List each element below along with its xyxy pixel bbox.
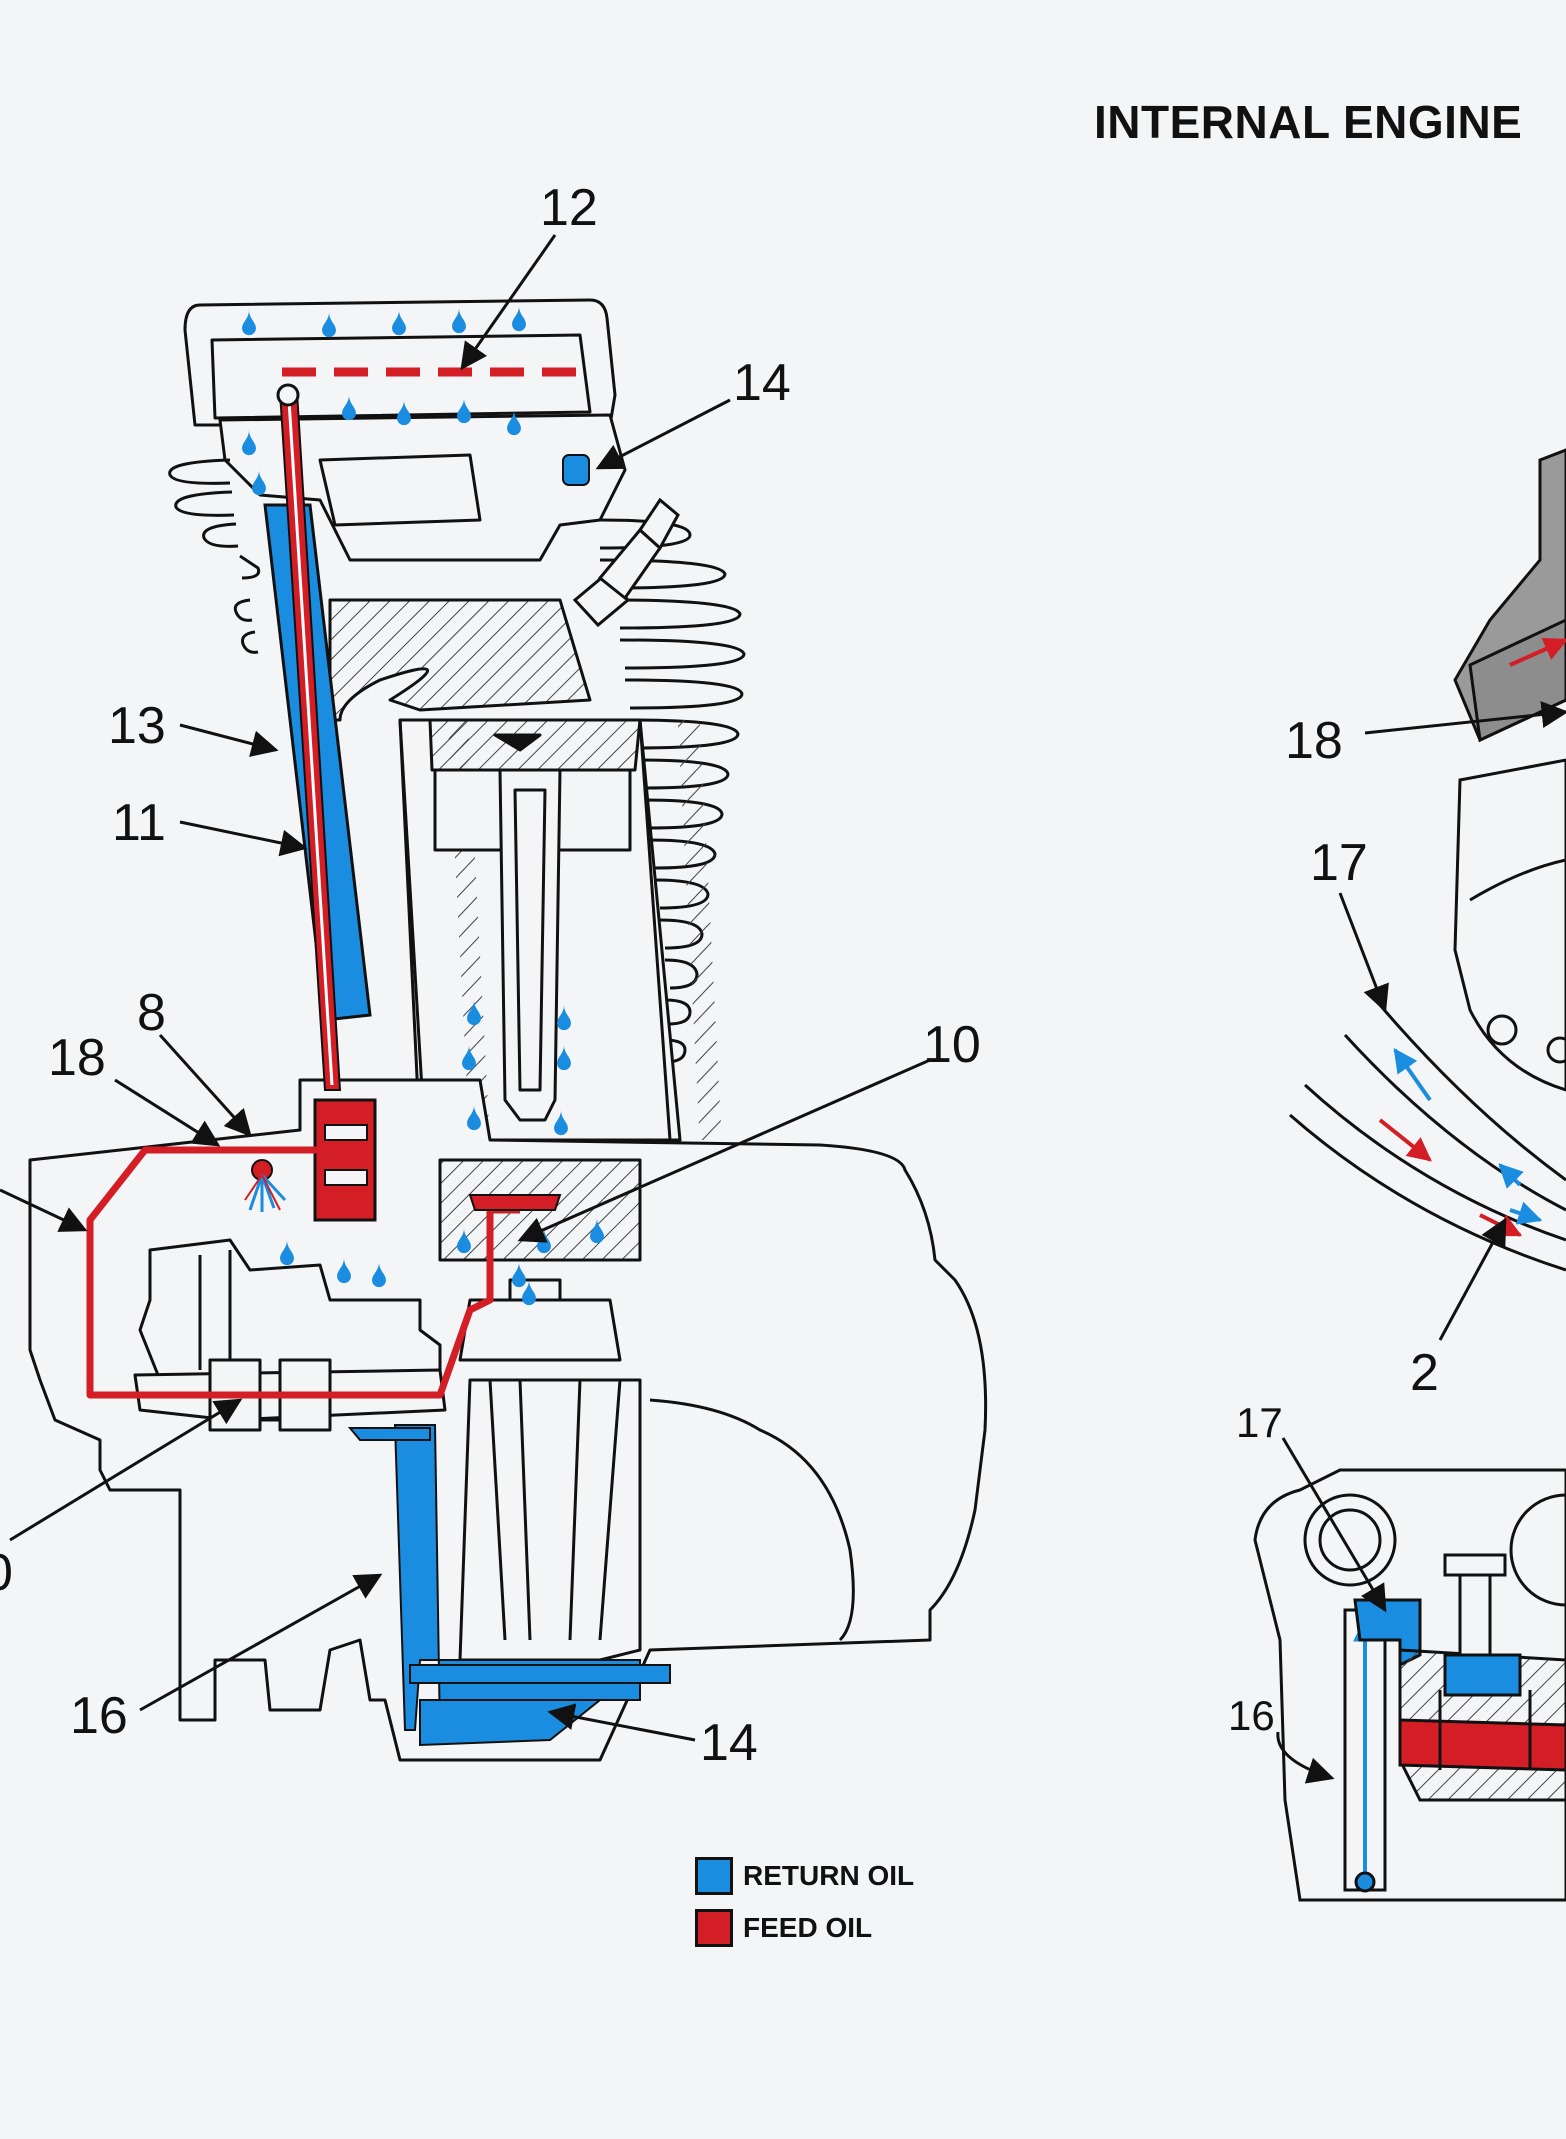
callout-11: 11 [112,794,166,852]
callout-16-small: 16 [1228,1692,1275,1739]
callout-17-right: 17 [1310,834,1368,892]
feed-oil-loop [86,1146,520,1399]
oil-spray [244,1159,287,1212]
legend-label-feed-oil: FEED OIL [743,1912,873,1943]
head-oil-pocket [562,454,590,486]
callout-0: 0 [0,1544,13,1602]
spark-plug [572,497,680,628]
page-title: INTERNAL ENGINE [1094,96,1523,148]
callout-17-small: 17 [1236,1399,1283,1446]
callout-2: 2 [1410,1344,1439,1402]
callout-12: 12 [540,179,598,237]
return-oil-swatch [695,1857,733,1895]
lifter-block [313,1098,377,1222]
oil-lines [1289,1004,1566,1272]
callout-16-left: 16 [70,1687,128,1745]
callout-numbers: 12 14 13 11 8 18 10 0 16 14 18 17 2 17 1… [0,179,1439,1772]
callout-18-left: 18 [48,1029,106,1087]
callout-14-bottom: 14 [700,1714,758,1772]
engine-cutaway [28,298,988,1762]
feed-oil-swatch [695,1909,733,1947]
right-lower-view [1253,1468,1566,1902]
callout-14-top: 14 [733,354,791,412]
piston [428,718,642,772]
callout-10: 10 [923,1016,981,1074]
legend-label-return-oil: RETURN OIL [743,1860,915,1891]
legend-item-return-oil: RETURN OIL [695,1850,914,1902]
legend: RETURN OIL FEED OIL [695,1850,914,1954]
callout-18-right: 18 [1285,712,1343,770]
right-upper-view [1453,448,1566,1092]
cylinder-head-hatch [328,598,592,722]
legend-item-feed-oil: FEED OIL [695,1902,914,1954]
callout-leaders [0,234,1566,1784]
cooling-fins-left [168,458,261,654]
connecting-rod [498,768,562,1122]
callout-8: 8 [137,984,166,1042]
callout-13: 13 [108,697,166,755]
